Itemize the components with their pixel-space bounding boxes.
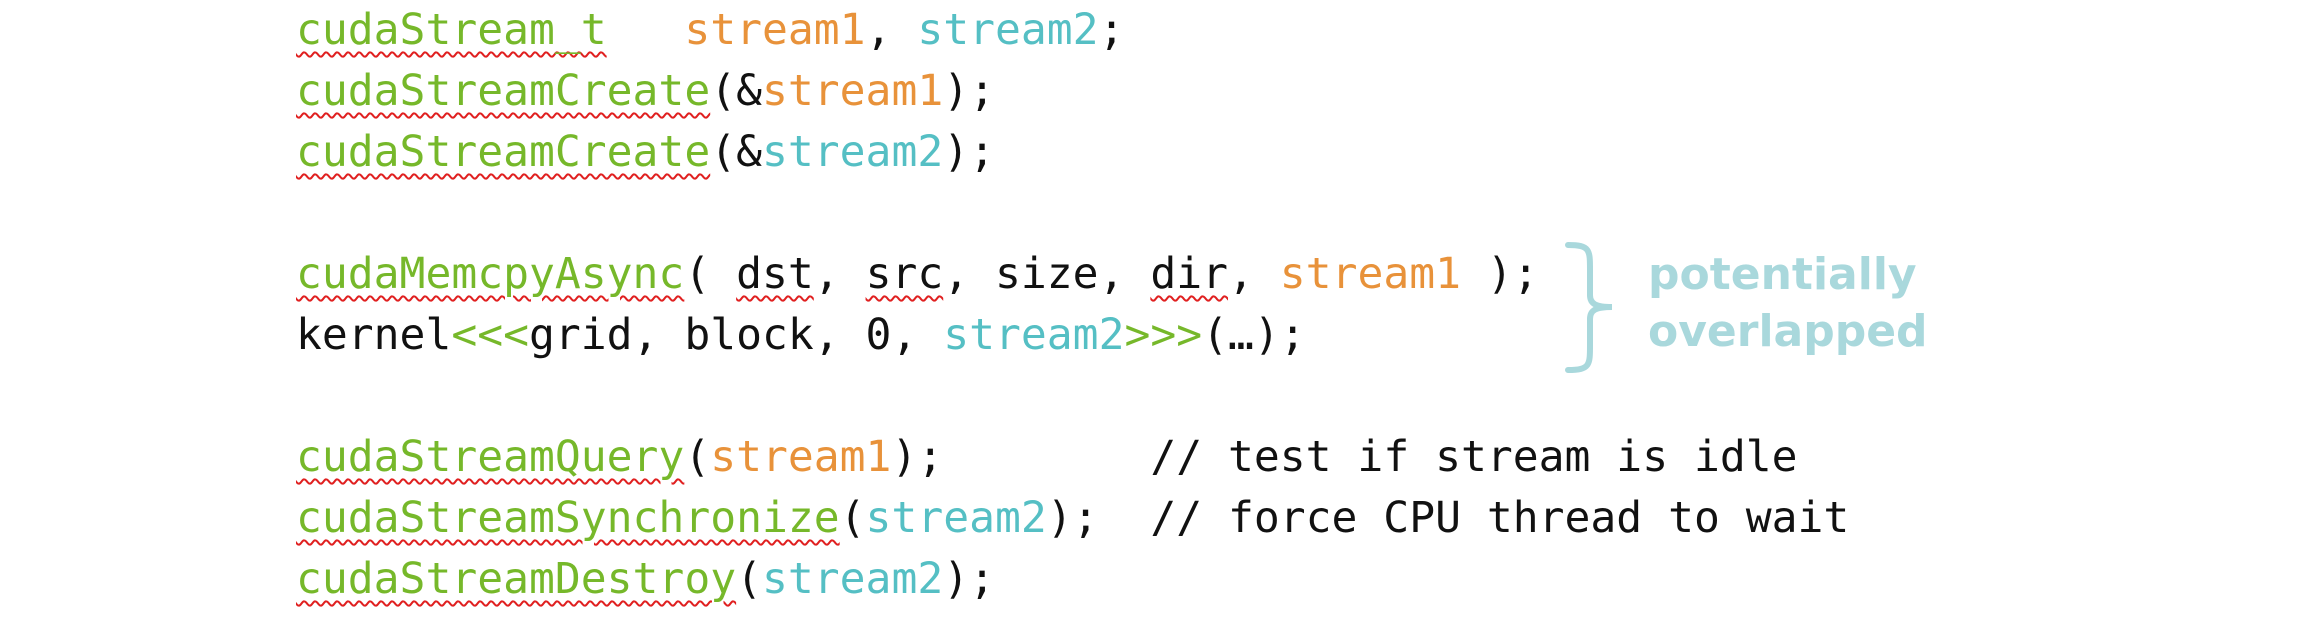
code-line: cudaMemcpyAsync( dst, src, size, dir, st… — [296, 244, 1849, 305]
annotation-line-2: overlapped — [1648, 306, 1928, 357]
code-line: cudaStreamCreate(&stream2); — [296, 122, 1849, 183]
code-token: ); // force CPU thread to wait — [1046, 493, 1850, 543]
code-token: stream1 — [684, 5, 866, 55]
code-token: stream2 — [943, 310, 1125, 360]
code-token: ( — [839, 493, 866, 543]
code-line: cudaStreamSynchronize(stream2); // force… — [296, 488, 1849, 549]
code-token: cudaStreamSynchronize — [296, 493, 840, 543]
code-token — [607, 5, 685, 55]
code-blank-line — [296, 183, 1849, 244]
code-token: kernel — [296, 310, 452, 360]
code-block: cudaStream_t stream1, stream2;cudaStream… — [296, 0, 1849, 610]
overlap-annotation: potentially overlapped — [1648, 246, 1928, 360]
code-token: cudaStreamQuery — [296, 432, 685, 482]
code-token: ( — [736, 554, 762, 604]
code-token: stream2 — [917, 5, 1099, 55]
code-token: ( — [684, 249, 737, 299]
code-token: , — [865, 5, 918, 55]
code-token: dst — [736, 249, 814, 299]
code-token: <<< — [451, 310, 530, 360]
code-token: , size, — [943, 249, 1151, 299]
code-token: (& — [710, 66, 762, 116]
code-token: >>> — [1124, 310, 1203, 360]
code-token: ); // test if stream is idle — [891, 432, 1798, 482]
code-token: (…); — [1202, 310, 1306, 360]
code-token: cudaMemcpyAsync — [296, 249, 685, 299]
code-token: , — [813, 249, 866, 299]
code-token: ( — [684, 432, 711, 482]
code-blank-line — [296, 366, 1849, 427]
code-token: ); — [943, 554, 995, 604]
code-token: stream2 — [762, 127, 944, 177]
code-token: , — [1228, 249, 1280, 299]
code-token: grid, block, 0, — [529, 310, 944, 360]
code-token: (& — [710, 127, 762, 177]
code-token: stream1 — [762, 66, 944, 116]
code-token: src — [865, 249, 944, 299]
code-token: stream1 — [710, 432, 892, 482]
code-line: cudaStreamCreate(&stream1); — [296, 61, 1849, 122]
code-token: ); — [1461, 249, 1539, 299]
code-token: ; — [1098, 5, 1125, 55]
annotation-line-1: potentially — [1648, 249, 1917, 300]
code-token: stream2 — [865, 493, 1047, 543]
code-token: cudaStream_t — [296, 5, 607, 55]
curly-brace-icon — [1565, 242, 1613, 373]
code-token: ); — [943, 127, 995, 177]
code-line: cudaStreamDestroy(stream2); — [296, 549, 1849, 610]
code-line: kernel<<<grid, block, 0, stream2>>>(…); — [296, 305, 1849, 366]
code-token: stream2 — [762, 554, 944, 604]
code-token: stream1 — [1279, 249, 1462, 299]
code-token: cudaStreamCreate — [296, 66, 711, 116]
code-line: cudaStreamQuery(stream1); // test if str… — [296, 427, 1849, 488]
code-token: cudaStreamCreate — [296, 127, 711, 177]
code-token: ); — [943, 66, 995, 116]
code-token: dir — [1150, 249, 1229, 299]
code-token: cudaStreamDestroy — [296, 554, 737, 604]
code-line: cudaStream_t stream1, stream2; — [296, 0, 1849, 61]
